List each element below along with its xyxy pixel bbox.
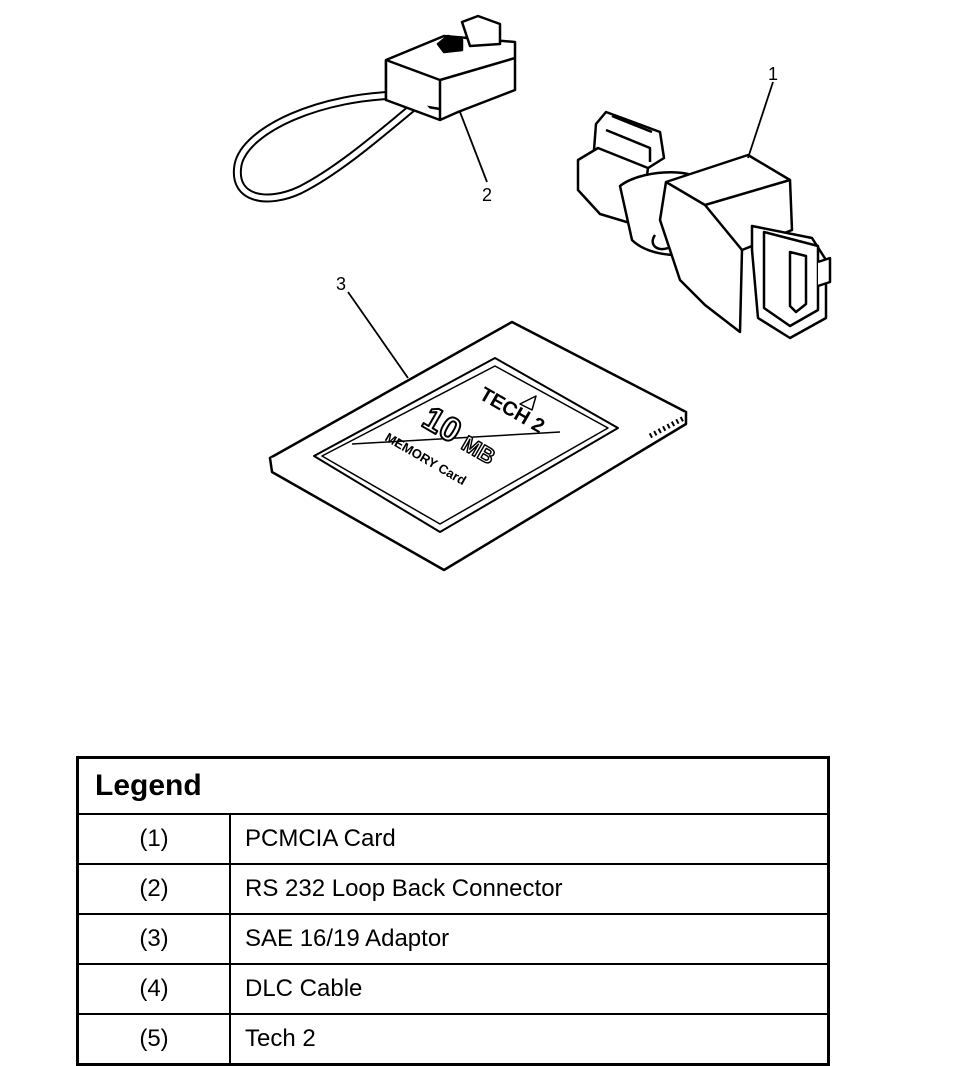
legend-row: (5) Tech 2	[79, 1015, 827, 1063]
legend-description: DLC Cable	[245, 975, 363, 1002]
parts-illustration: TECH 2 10 MB MEMORY Card 1 2 3	[232, 14, 832, 572]
sae-adaptor-drawing	[576, 110, 832, 340]
callout-3: 3	[336, 274, 346, 294]
legend-row: (2) RS 232 Loop Back Connector	[79, 865, 827, 915]
legend-row: (3) SAE 16/19 Adaptor	[79, 915, 827, 965]
legend-table: Legend (1) PCMCIA Card (2) RS 232 Loop B…	[76, 756, 830, 1066]
legend-title: Legend	[79, 759, 827, 815]
legend-row: (4) DLC Cable	[79, 965, 827, 1015]
legend-description: PCMCIA Card	[245, 825, 396, 852]
callout-leaders	[347, 81, 774, 379]
legend-description: SAE 16/19 Adaptor	[245, 925, 450, 952]
legend-number: (3)	[79, 915, 231, 963]
loop-back-connector-drawing	[232, 14, 517, 203]
legend-number: (5)	[79, 1015, 231, 1063]
callout-1: 1	[768, 64, 778, 84]
legend-description: Tech 2	[245, 1025, 316, 1052]
legend-number: (1)	[79, 815, 231, 863]
legend-row: (1) PCMCIA Card	[79, 815, 827, 865]
legend-number: (4)	[79, 965, 231, 1013]
callout-2: 2	[482, 185, 492, 205]
legend-description: RS 232 Loop Back Connector	[245, 875, 563, 902]
pcmcia-card-drawing: TECH 2 10 MB MEMORY Card	[268, 320, 688, 572]
legend-number: (2)	[79, 865, 231, 913]
